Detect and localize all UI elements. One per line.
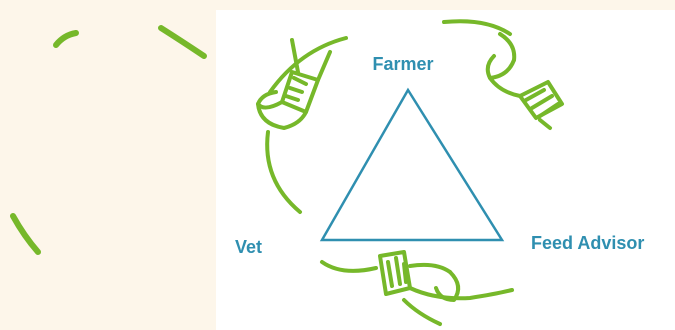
stray-mark-3 (13, 216, 38, 252)
stray-mark-1 (56, 33, 76, 45)
stray-mark-2 (161, 28, 204, 56)
white-panel (216, 10, 675, 330)
node-label-right: Feed Advisor (531, 233, 644, 253)
node-label-top: Farmer (372, 54, 433, 74)
stray-marks (13, 28, 204, 252)
node-label-left: Vet (235, 237, 262, 257)
